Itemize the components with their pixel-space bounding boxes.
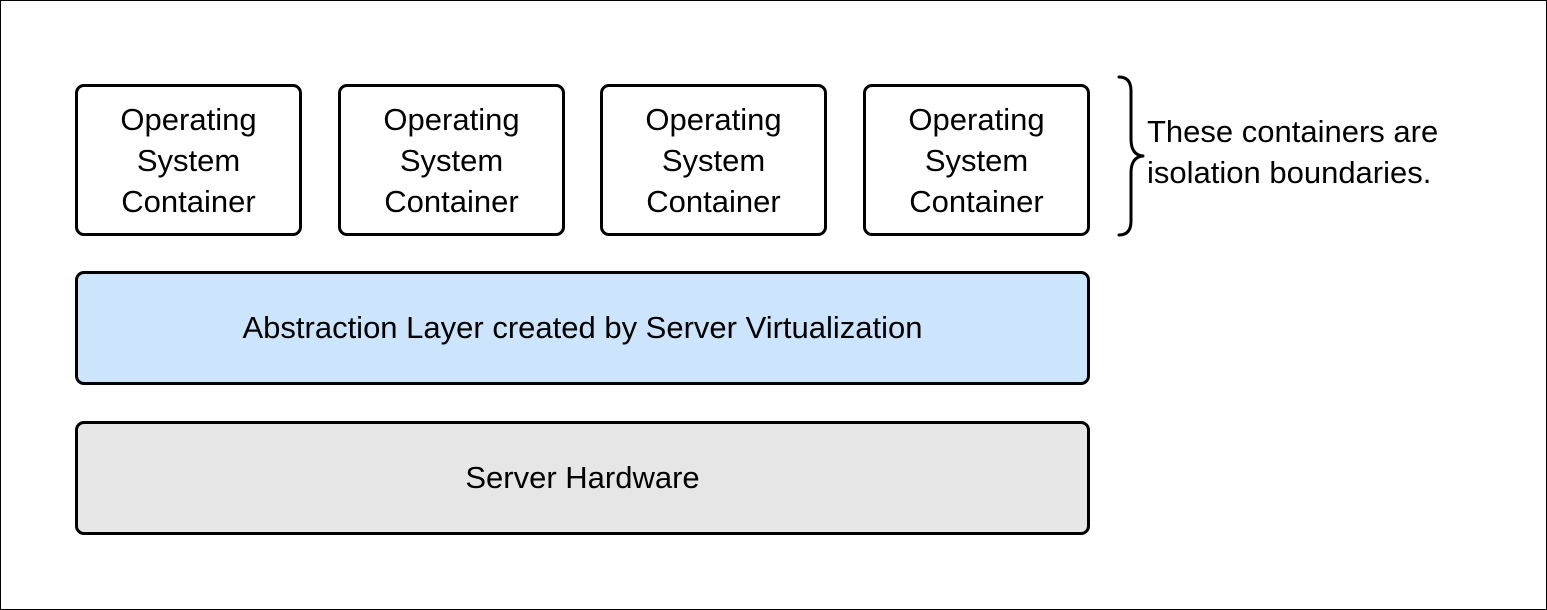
server-hardware-layer: Server Hardware — [75, 421, 1090, 535]
os-container-2: Operating System Container — [338, 84, 565, 236]
curly-brace-icon — [1117, 75, 1145, 237]
os-container-1: Operating System Container — [75, 84, 302, 236]
os-container-3: Operating System Container — [600, 84, 827, 236]
isolation-note-line-2: isolation boundaries. — [1147, 155, 1432, 190]
isolation-note: These containers are isolation boundarie… — [1147, 111, 1438, 193]
os-container-4: Operating System Container — [863, 84, 1090, 236]
abstraction-layer: Abstraction Layer created by Server Virt… — [75, 271, 1090, 385]
isolation-note-line-1: These containers are — [1147, 114, 1439, 149]
